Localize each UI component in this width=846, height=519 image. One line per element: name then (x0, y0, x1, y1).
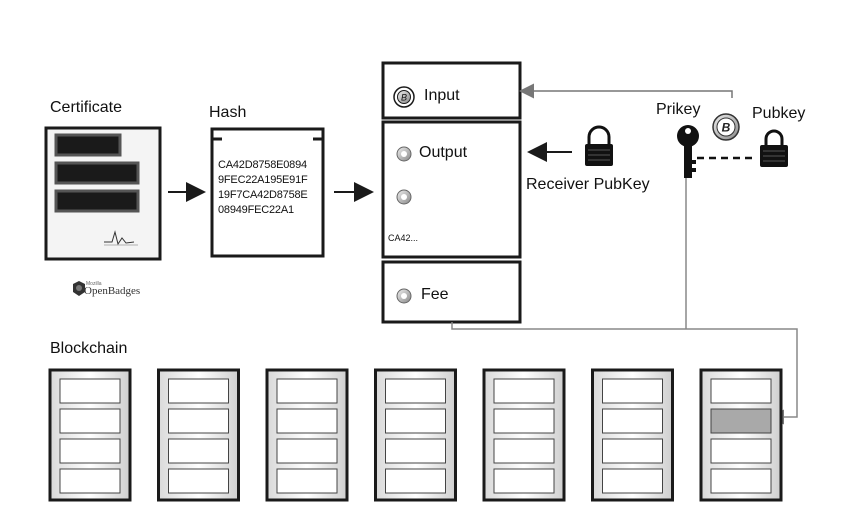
hash-box-top (210, 127, 325, 258)
block-row (168, 408, 229, 434)
certificate-label: Certificate (50, 99, 123, 116)
blockchain-label: Blockchain (50, 340, 128, 357)
openbadges-logo (73, 281, 85, 296)
hash-line: 9FEC22A195E91F (218, 174, 308, 186)
hash-value: CA42D8758E0894 9FEC22A195E91F 19F7CA42D8… (218, 158, 308, 218)
block-row (385, 408, 446, 434)
pubkey-label: Pubkey (752, 105, 806, 122)
tx-hash-short: CA42... (388, 233, 419, 243)
blockchain-block (48, 368, 132, 502)
svg-text:B: B (722, 121, 731, 135)
block-row (385, 468, 446, 494)
block-row (602, 408, 663, 434)
fee-to-blockchain-line (451, 322, 798, 425)
blockchain-block (374, 368, 457, 502)
block-row (59, 408, 121, 434)
block-row (493, 468, 555, 494)
certificate-document (44, 126, 162, 261)
hash-label: Hash (209, 104, 247, 121)
blockchain-block (699, 368, 783, 502)
block-row (602, 438, 663, 464)
pubkey-padlock-icon (760, 129, 788, 167)
input-label: Input (424, 87, 460, 104)
block-row (276, 468, 338, 494)
block-row (710, 438, 772, 464)
block-row (493, 378, 555, 404)
openbadges-text: OpenBadges (84, 285, 141, 297)
block-row (493, 408, 555, 434)
block-row (276, 438, 338, 464)
output-dot-icon (396, 146, 412, 162)
fee-label: Fee (421, 286, 449, 303)
block-row (710, 468, 772, 494)
block-row (168, 438, 229, 464)
block-row (276, 378, 338, 404)
block-row (385, 438, 446, 464)
hash-line: CA42D8758E0894 (218, 159, 307, 171)
blockchain-block (157, 368, 240, 502)
openbadges-small-text: Mozilla (86, 281, 102, 287)
input-coin-icon: B (393, 86, 415, 108)
block-row (59, 378, 121, 404)
receiver-padlock-icon (585, 125, 613, 166)
private-key-icon (677, 125, 699, 178)
prikey-label: Prikey (656, 101, 701, 118)
block-row (385, 378, 446, 404)
blockchain-block (591, 368, 674, 502)
fee-dot-icon (396, 288, 412, 304)
svg-text:B: B (401, 93, 407, 103)
receiver-pubkey-label: Receiver PubKey (526, 176, 650, 193)
block-row (59, 468, 121, 494)
block-row (168, 468, 229, 494)
hash-line: 19F7CA42D8758E (218, 189, 308, 201)
block-row (602, 378, 663, 404)
output-dot-icon-2 (396, 189, 412, 205)
arrow-prikey-to-input (519, 83, 733, 99)
output-label: Output (419, 144, 468, 161)
blockchain-blocks (48, 368, 783, 502)
hash-line: 08949FEC22A1 (218, 204, 294, 216)
block-row (710, 378, 772, 404)
block-row (168, 378, 229, 404)
block-row (493, 438, 555, 464)
transaction (381, 61, 522, 324)
bitcoin-coin-icon: B (712, 113, 740, 141)
blockchain-block (265, 368, 349, 502)
blockchain-block (482, 368, 566, 502)
block-row (276, 408, 338, 434)
block-row (59, 438, 121, 464)
block-row (602, 468, 663, 494)
block-row-highlighted (710, 408, 772, 434)
